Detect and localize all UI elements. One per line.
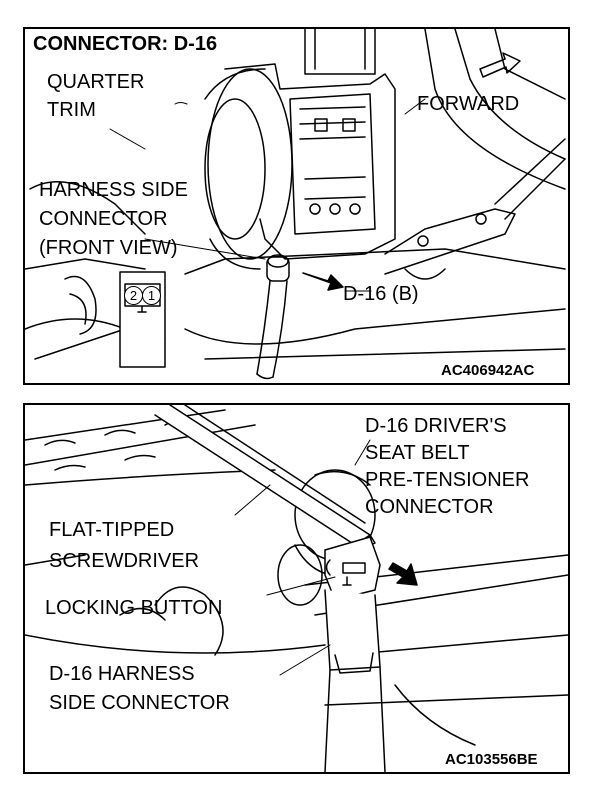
label-harness-side-line3: (FRONT VIEW) [39, 237, 178, 259]
label-connector-line1: D-16 DRIVER'S [365, 415, 507, 437]
figure-code: AC103556BE [445, 751, 538, 768]
label-harness-side-connector-line1: D-16 HARNESS [49, 663, 195, 685]
label-quarter-trim-line2: TRIM [47, 99, 96, 121]
top-illustration [25, 29, 566, 380]
label-connector-line2: SEAT BELT [365, 442, 470, 464]
figure-code-suffix: AC [512, 362, 535, 379]
figure-code-main: AC406942 [441, 362, 513, 379]
bottom-illustration [25, 405, 568, 772]
label-screwdriver-line1: FLAT-TIPPED [49, 519, 175, 541]
bottom-diagram-panel: D-16 DRIVER'S SEAT BELT PRE-TENSIONER CO… [23, 403, 570, 774]
label-quarter-trim-line1: QUARTER [47, 71, 145, 93]
label-connector-line3: PRE-TENSIONER [365, 469, 530, 491]
top-diagram-panel: CONNECTOR: D-16 QUARTER TRIM FORWARD HAR… [23, 27, 570, 385]
figure-code-suffix: BE [516, 751, 538, 768]
connector-pin-1: 1 [142, 286, 161, 305]
connector-pin-2: 2 [124, 286, 143, 305]
diagram-title: CONNECTOR: D-16 [33, 33, 218, 55]
label-harness-side-line2: CONNECTOR [39, 208, 168, 230]
label-forward: FORWARD [417, 93, 520, 115]
label-harness-side-line1: HARNESS SIDE [39, 179, 188, 201]
figure-code: AC406942AC [441, 362, 534, 379]
figure-code-main: AC103556 [445, 751, 517, 768]
label-screwdriver-line2: SCREWDRIVER [49, 550, 200, 572]
label-harness-side-connector-line2: SIDE CONNECTOR [49, 692, 230, 714]
label-d16-b: D-16 (B) [343, 283, 419, 305]
label-locking-button: LOCKING BUTTON [45, 597, 223, 619]
label-connector-line4: CONNECTOR [365, 496, 494, 518]
